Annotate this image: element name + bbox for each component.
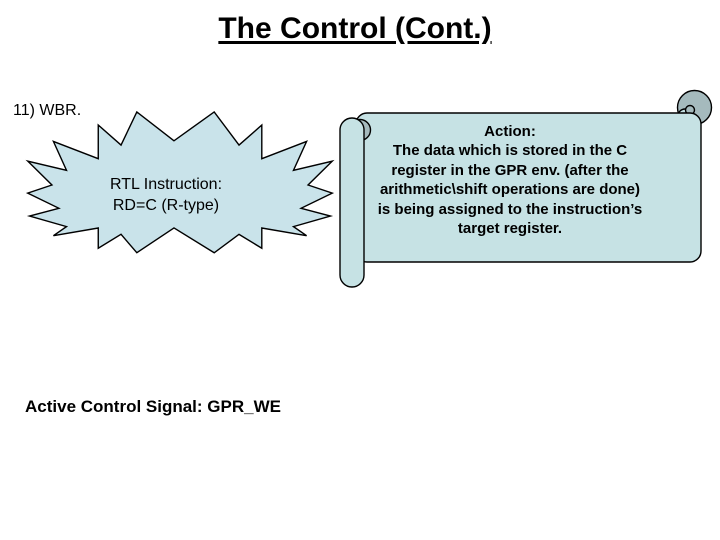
scroll-shape [336, 85, 716, 295]
action-text-line: register in the GPR env. (after the [391, 161, 629, 179]
item-number-label: 11) WBR. [13, 102, 82, 119]
action-text: Action: The data which is stored in the … [352, 122, 668, 238]
rtl-instruction-line: RTL Instruction: [109, 176, 223, 193]
rtl-instruction-line: RD=C (R-type) [112, 197, 220, 214]
action-text-line: arithmetic\shift operations are done) [379, 181, 641, 199]
active-control-signal-label: Active Control Signal: GPR_WE [25, 397, 281, 416]
explosion-shape [10, 93, 338, 271]
rtl-instruction-text: RTL Instruction: RD=C (R-type) [71, 174, 261, 216]
scroll-left-roll [340, 118, 364, 287]
action-text-line: target register. [457, 220, 563, 238]
action-text-line: is being assigned to the instruction’s [377, 200, 643, 218]
action-text-line: The data which is stored in the C [392, 142, 628, 160]
action-text-line: Action: [484, 123, 536, 140]
page-title: The Control (Cont.) [218, 12, 492, 45]
explosion-polygon [28, 112, 333, 253]
